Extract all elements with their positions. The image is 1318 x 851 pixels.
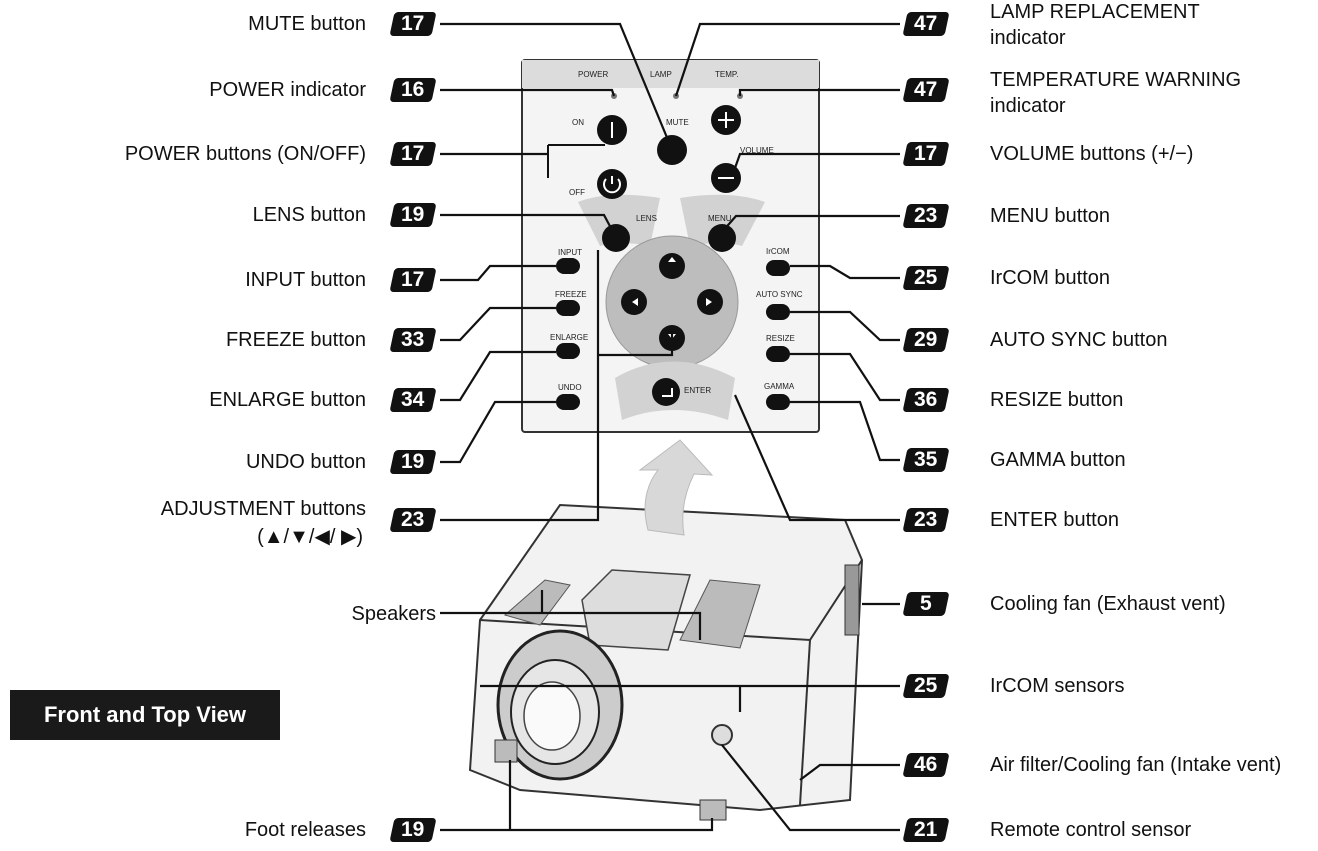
callout-exhaust-page: 5: [902, 592, 950, 616]
panel-undo-label: UNDO: [558, 383, 582, 392]
callout-speakers-label: Speakers: [351, 603, 437, 625]
panel-enlarge-label: ENLARGE: [550, 333, 589, 342]
panel-lens-label: LENS: [636, 214, 657, 223]
panel-resize-label: RESIZE: [766, 334, 795, 343]
callout-foot-releases-label: Foot releases: [244, 819, 366, 841]
callout-undo-page: 19: [389, 450, 437, 474]
callout-enlarge-label: ENLARGE button: [209, 389, 366, 411]
callout-input-page: 17: [389, 268, 437, 292]
input-button[interactable]: [556, 258, 580, 274]
projector-illustration: [468, 503, 864, 821]
callout-gamma-label: GAMMA button: [990, 449, 1126, 471]
callout-ircom-page: 25: [902, 266, 950, 290]
callout-intake-label: Air filter/Cooling fan (Intake vent): [990, 754, 1282, 776]
panel-menu-label: MENU: [708, 214, 732, 223]
callout-mute-page: 17: [389, 12, 437, 36]
panel-mute-label: MUTE: [666, 118, 689, 127]
mute-button[interactable]: [657, 135, 687, 165]
autosync-button[interactable]: [766, 304, 790, 320]
callout-enlarge-page: 34: [389, 388, 437, 412]
view-label: Front and Top View: [10, 690, 280, 740]
callout-menu-page: 23: [902, 204, 950, 228]
callout-ircom-label: IrCOM button: [990, 267, 1111, 289]
callout-power-buttons-page: 17: [389, 142, 437, 166]
panel-power-label: POWER: [578, 70, 609, 79]
gamma-button[interactable]: [766, 394, 790, 410]
panel-input-label: INPUT: [558, 248, 582, 257]
lens-button[interactable]: [602, 224, 630, 252]
panel-freeze-label: FREEZE: [555, 290, 587, 299]
callout-volume-page: 17: [902, 142, 950, 166]
callout-remote-sensor-page: 21: [902, 818, 950, 842]
enlarge-button[interactable]: [556, 343, 580, 359]
callout-lamp-label-2: indicator: [990, 27, 1066, 49]
callout-power-indicator-page: 16: [389, 78, 437, 102]
callout-gamma-page: 35: [902, 448, 950, 472]
callout-lens-label: LENS button: [252, 204, 366, 226]
callout-resize-label: RESIZE button: [990, 389, 1124, 411]
callout-ircom-sensors-label: IrCOM sensors: [990, 675, 1125, 697]
callout-mute-label: MUTE button: [248, 13, 366, 35]
callout-intake-page: 46: [902, 753, 950, 777]
panel-off-label: OFF: [569, 188, 585, 197]
panel-autosync-label: AUTO SYNC: [756, 290, 803, 299]
panel-temp-label: TEMP.: [715, 70, 739, 79]
callout-adjustment-label-2: (▲/▼/◀/ ▶): [257, 526, 363, 548]
panel-ircom-label: IrCOM: [766, 247, 790, 256]
callout-temp-label-2: indicator: [990, 95, 1066, 117]
callout-autosync-page: 29: [902, 328, 950, 352]
undo-button[interactable]: [556, 394, 580, 410]
callout-lamp-label: LAMP REPLACEMENT: [990, 1, 1200, 23]
panel-enter-label: ENTER: [684, 386, 712, 395]
control-panel: [521, 59, 820, 433]
callout-remote-sensor-label: Remote control sensor: [990, 819, 1192, 841]
callout-exhaust-label: Cooling fan (Exhaust vent): [990, 593, 1226, 615]
callout-enter-page: 23: [902, 508, 950, 532]
callout-volume-label: VOLUME buttons (+/−): [990, 143, 1194, 165]
enter-button[interactable]: [652, 378, 680, 406]
up-arrow-icon: [638, 439, 714, 536]
callout-adjustment-label: ADJUSTMENT buttons: [160, 498, 366, 520]
callout-lens-page: 19: [389, 203, 437, 227]
callout-adjustment-page: 23: [389, 508, 437, 532]
panel-on-label: ON: [572, 118, 584, 127]
callout-temp-label: TEMPERATURE WARNING: [990, 69, 1242, 91]
up-button[interactable]: [659, 253, 685, 279]
callout-power-buttons-label: POWER buttons (ON/OFF): [124, 143, 366, 165]
panel-gamma-label: GAMMA: [764, 382, 795, 391]
callout-menu-label: MENU button: [990, 205, 1111, 227]
callout-freeze-page: 33: [389, 328, 437, 352]
freeze-button[interactable]: [556, 300, 580, 316]
resize-button[interactable]: [766, 346, 790, 362]
callout-undo-label: UNDO button: [245, 451, 366, 473]
callout-temp-page: 47: [902, 78, 950, 102]
menu-button[interactable]: [708, 224, 736, 252]
panel-volume-label: VOLUME: [740, 146, 774, 155]
leader-lines: [440, 22, 900, 832]
callout-autosync-label: AUTO SYNC button: [990, 329, 1168, 351]
callout-enter-label: ENTER button: [990, 509, 1119, 531]
callout-input-label: INPUT button: [245, 269, 366, 291]
callout-lamp-page: 47: [902, 12, 950, 36]
ircom-button[interactable]: [766, 260, 790, 276]
callout-foot-releases-page: 19: [389, 818, 437, 842]
callout-ircom-sensors-page: 25: [902, 674, 950, 698]
panel-lamp-label: LAMP: [650, 70, 672, 79]
callout-freeze-label: FREEZE button: [225, 329, 366, 351]
callout-resize-page: 36: [902, 388, 950, 412]
callout-power-indicator-label: POWER indicator: [209, 79, 366, 101]
